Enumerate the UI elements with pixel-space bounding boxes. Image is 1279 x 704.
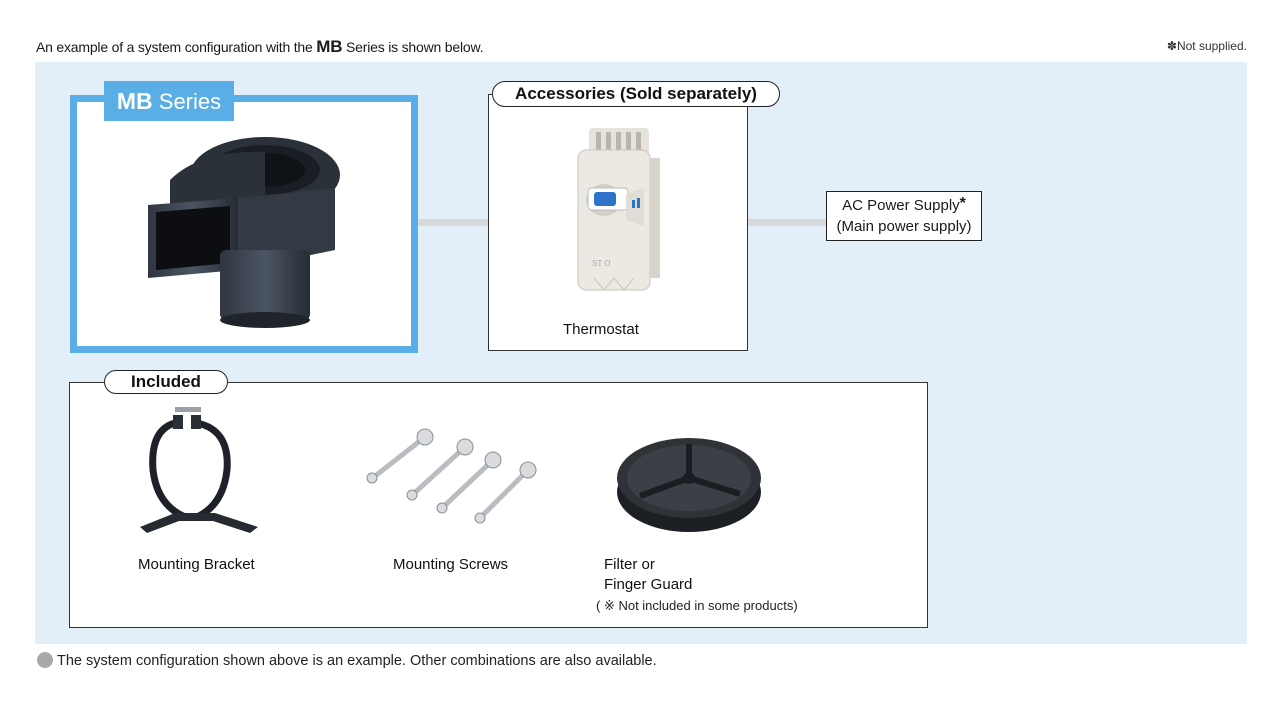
filter-icon (617, 438, 761, 532)
filter-label-line2: Finger Guard (604, 576, 693, 593)
mb-tag-bold: MB (116, 88, 153, 114)
filter-note: ( ※ Not included in some products) (596, 598, 798, 613)
included-title: Included (104, 370, 228, 394)
mb-tag-rest: Series (158, 89, 222, 114)
bracket-icon (140, 407, 258, 533)
intro-series: MB (316, 37, 343, 56)
bracket-label: Mounting Bracket (138, 556, 255, 573)
bullet-dot-icon (37, 652, 53, 668)
bottom-note-text: The system configuration shown above is … (57, 653, 657, 669)
accessories-title: Accessories (Sold separately) (492, 81, 780, 107)
thermostat-icon: ST O (577, 128, 660, 291)
mb-series-tag: MB Series (104, 81, 234, 121)
ac-power-line2: (Main power supply) (836, 218, 972, 235)
not-supplied-mark: * (959, 195, 966, 212)
ac-power-supply-box: AC Power Supply* (Main power supply) (826, 191, 982, 241)
intro-text: An example of a system configuration wit… (36, 37, 483, 57)
intro-prefix: An example of a system configuration wit… (36, 39, 313, 55)
filter-label-line1: Filter or (604, 556, 655, 573)
thermostat-label: Thermostat (563, 321, 639, 338)
centrifugal-blower-icon (148, 137, 340, 328)
ac-power-line1: AC Power Supply (842, 197, 960, 214)
bottom-note: The system configuration shown above is … (37, 652, 657, 669)
not-supplied-note: ✽Not supplied. (1166, 39, 1247, 53)
intro-suffix: Series is shown below. (346, 39, 484, 55)
svg-text:ST O: ST O (592, 259, 611, 268)
screws-icon (366, 428, 537, 524)
screws-label: Mounting Screws (393, 556, 509, 573)
